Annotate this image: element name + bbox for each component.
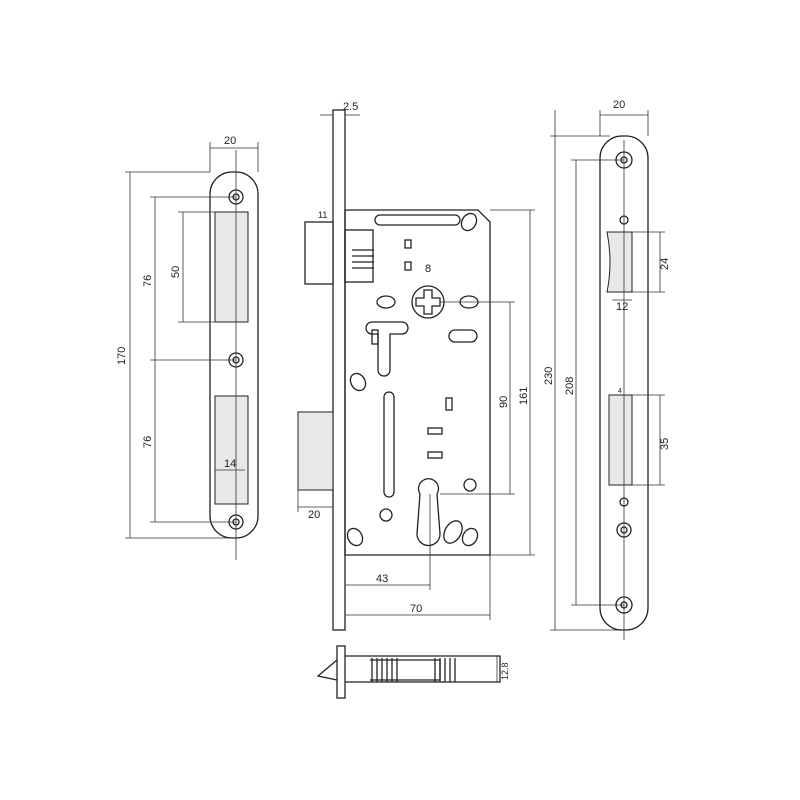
latch-bottom-view: [316, 645, 501, 699]
center-distance-label: 90: [498, 396, 510, 408]
strike-lower-label: 76: [142, 436, 154, 448]
follower-size-label: 8: [425, 263, 431, 275]
latch-opening-height-label: 24: [659, 258, 671, 270]
body-height-label: 161: [518, 387, 530, 405]
strike-latch-cutout-label: 50: [170, 266, 182, 278]
faceplate-width-label: 20: [613, 99, 625, 111]
faceplate-front: [550, 110, 665, 640]
screw-spacing-label: 208: [564, 377, 576, 395]
bolt-opening-height-label: 35: [659, 438, 671, 450]
strike-upper-label: 76: [142, 275, 154, 287]
bottom-thickness-label: 12.8: [500, 662, 510, 680]
strike-total-label: 170: [116, 347, 128, 365]
backset-label: 43: [376, 573, 388, 585]
strike-width-label: 20: [224, 135, 236, 147]
strike-plate: [125, 142, 259, 560]
small-dim-label: 4: [618, 388, 622, 395]
latch-opening-width-label: 12: [616, 301, 628, 313]
faceplate-length-label: 230: [543, 367, 555, 385]
faceplate-thickness-label: 2.5: [343, 101, 358, 113]
latch-offset-label: 11: [318, 210, 327, 220]
body-depth-label: 70: [410, 603, 422, 615]
lock-body: [297, 109, 535, 631]
strike-bolt-width-label: 14: [224, 458, 236, 470]
bolt-throw-label: 20: [308, 509, 320, 521]
